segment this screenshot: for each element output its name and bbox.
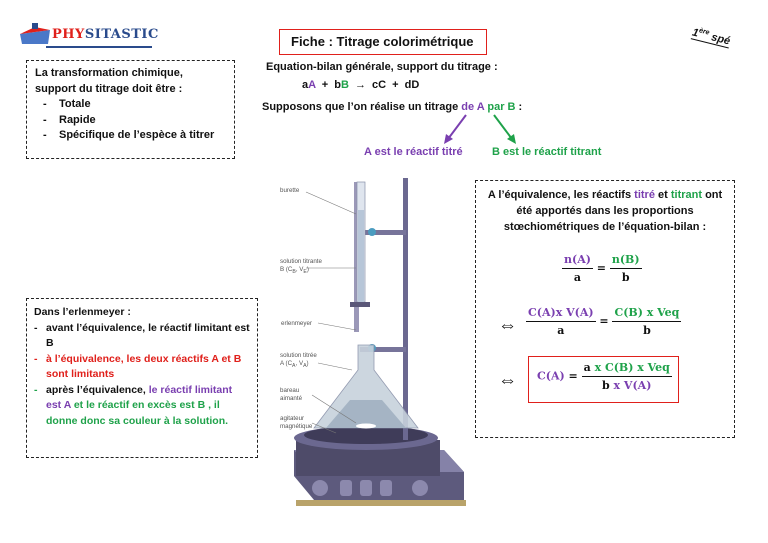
list-item: à l’équivalence, les deux réactifs A et … <box>34 352 250 383</box>
titrant-label: B est le réactif titrant <box>492 146 602 158</box>
titrage-sentence: Supposons que l’on réalise un titrage de… <box>262 101 523 113</box>
logo-icon <box>20 23 50 44</box>
titrage-apparatus-diagram <box>294 178 466 506</box>
split-arrows <box>444 114 516 144</box>
list-item: avant l’équivalence, le réactif limitant… <box>34 321 250 352</box>
equivalence-arrow-icon: ⇔ <box>498 370 517 391</box>
burette-label: burette <box>280 187 300 194</box>
list-item: Rapide <box>35 113 226 129</box>
equation-heading: Equation-bilan générale, support du titr… <box>266 61 498 73</box>
result-box <box>528 356 679 403</box>
list-item: Totale <box>35 97 226 113</box>
conditions-box: La transformation chimique, support du t… <box>26 60 235 159</box>
formula-ratio: n(A)a = n(B)b <box>562 253 642 284</box>
equivalence-arrow-icon: ⇔ <box>498 315 517 336</box>
equivalence-text: A l’équivalence, les réactifs titré et t… <box>487 189 723 233</box>
equation-bilan: aA + bB → cC + dD <box>302 79 420 91</box>
conditions-list: Totale Rapide Spécifique de l’espèce à t… <box>35 97 226 144</box>
titre-label: A est le réactif titré <box>364 146 463 158</box>
conditions-line2: support du titrage doit être : <box>35 82 183 95</box>
level-badge: 1ère spé <box>690 26 732 49</box>
erlenmeyer-heading: Dans l’erlenmeyer : <box>34 306 131 318</box>
page-title: Fiche : Titrage colorimétrique <box>279 29 487 55</box>
equivalence-box: A l’équivalence, les réactifs titré et t… <box>475 180 735 438</box>
erlenmeyer-label: erlenmeyer <box>281 320 312 327</box>
list-item: après l’équivalence, le réactif limitant… <box>34 383 250 430</box>
conditions-line1: La transformation chimique, <box>35 67 183 79</box>
logo: PHYSITASTIC <box>18 20 158 48</box>
erlenmeyer-box: Dans l’erlenmeyer : avant l’équivalence,… <box>26 298 258 458</box>
logo-text: PHYSITASTIC <box>52 27 159 42</box>
list-item: Spécifique de l’espèce à titrer <box>35 128 226 144</box>
